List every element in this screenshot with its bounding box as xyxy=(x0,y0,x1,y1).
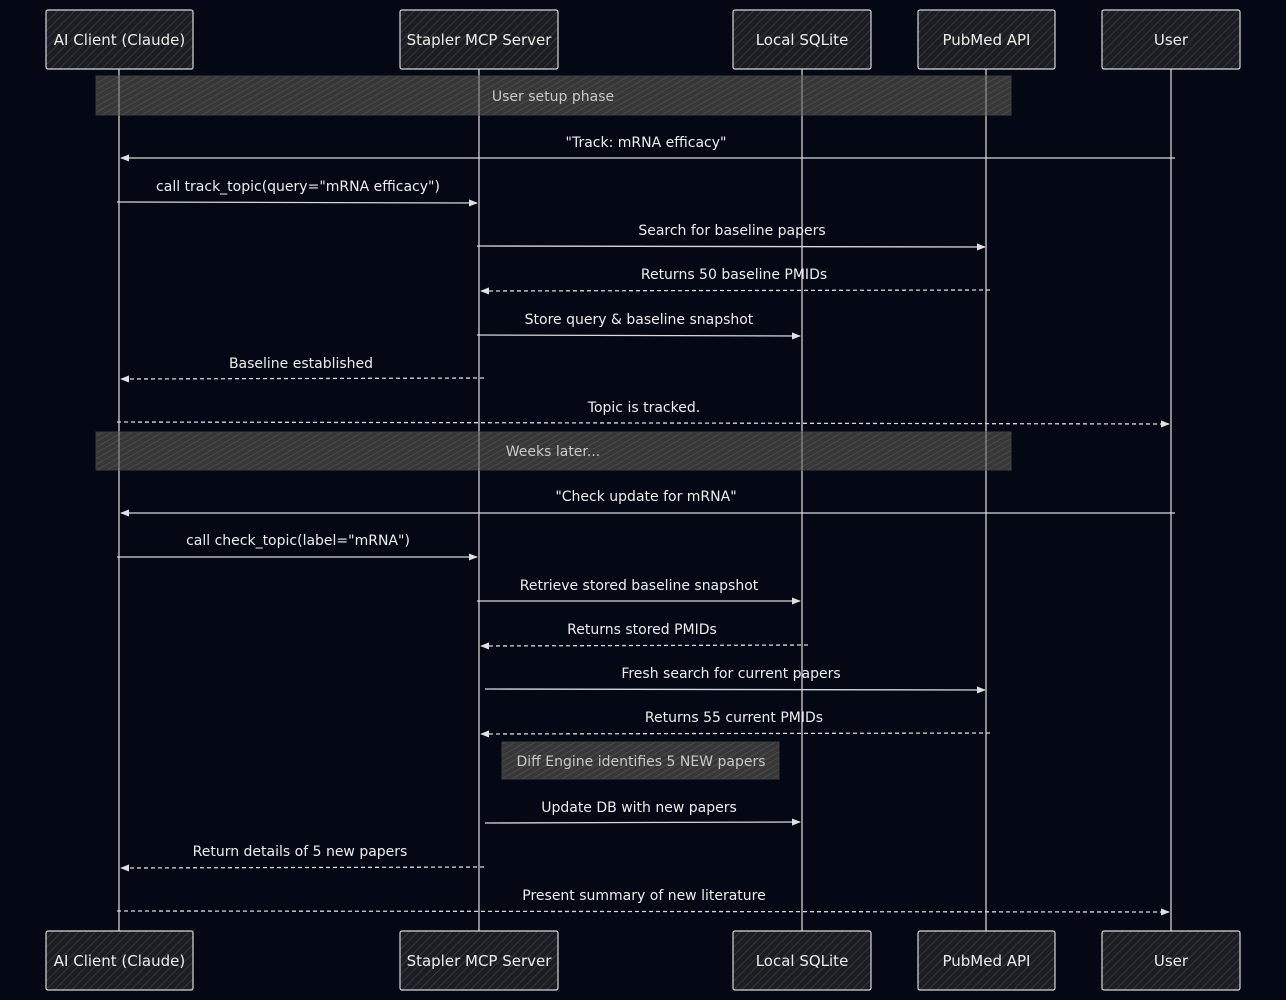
participant-server-top: Stapler MCP Server xyxy=(399,9,559,70)
message-16: Present summary of new literature xyxy=(116,888,1170,916)
message-6-arrow xyxy=(120,375,485,383)
participants-top: AI Client (Claude) Stapler MCP Server Lo… xyxy=(45,9,1241,70)
message-10: Retrieve stored baseline snapshot xyxy=(477,578,801,605)
message-12-label: Fresh search for current papers xyxy=(621,666,840,682)
participant-pubmed-bottom: PubMed API xyxy=(917,930,1056,991)
message-3: Search for baseline papers xyxy=(476,223,986,251)
note-setup-phase-label: User setup phase xyxy=(492,89,614,105)
message-13: Returns 55 current PMIDs xyxy=(480,710,991,738)
message-15-arrow xyxy=(120,864,485,872)
message-14-label: Update DB with new papers xyxy=(541,800,737,816)
message-14: Update DB with new papers xyxy=(484,800,801,826)
participant-client-bottom-label: AI Client (Claude) xyxy=(54,952,185,970)
message-7: Topic is tracked. xyxy=(116,400,1170,428)
message-10-label: Retrieve stored baseline snapshot xyxy=(520,578,759,594)
message-15-label: Return details of 5 new papers xyxy=(193,844,408,860)
notes: User setup phase Weeks later... Diff Eng… xyxy=(95,75,1012,780)
message-12-arrow xyxy=(484,686,986,694)
message-11-label: Returns stored PMIDs xyxy=(567,622,717,638)
note-diff-engine-label: Diff Engine identifies 5 NEW papers xyxy=(517,754,766,770)
message-16-label: Present summary of new literature xyxy=(522,888,765,904)
note-diff-engine: Diff Engine identifies 5 NEW papers xyxy=(501,741,780,780)
participant-sqlite-top: Local SQLite xyxy=(732,9,872,70)
message-16-arrow xyxy=(116,908,1170,916)
message-5: Store query & baseline snapshot xyxy=(476,312,801,340)
participant-user-top-label: User xyxy=(1154,31,1189,49)
participant-user-bottom: User xyxy=(1101,930,1241,991)
message-5-arrow xyxy=(476,332,801,340)
message-7-label: Topic is tracked. xyxy=(587,400,700,416)
message-11: Returns stored PMIDs xyxy=(480,622,809,650)
message-1: "Track: mRNA efficacy" xyxy=(120,135,1175,162)
participant-user-top: User xyxy=(1101,9,1241,70)
message-5-label: Store query & baseline snapshot xyxy=(525,312,754,328)
note-weeks-later-label: Weeks later... xyxy=(506,444,601,460)
message-4: Returns 50 baseline PMIDs xyxy=(480,267,991,295)
lifelines-overlay xyxy=(118,76,987,470)
message-2-label: call track_topic(query="mRNA efficacy") xyxy=(156,179,440,195)
note-setup-phase: User setup phase xyxy=(95,75,1012,116)
message-6-label: Baseline established xyxy=(229,356,373,372)
participant-sqlite-top-label: Local SQLite xyxy=(756,31,849,49)
message-9-label: call check_topic(label="mRNA") xyxy=(186,533,410,549)
message-13-label: Returns 55 current PMIDs xyxy=(645,710,823,726)
message-12: Fresh search for current papers xyxy=(484,666,986,694)
message-4-label: Returns 50 baseline PMIDs xyxy=(641,267,827,283)
participant-pubmed-top-label: PubMed API xyxy=(942,31,1030,49)
participant-sqlite-bottom-label: Local SQLite xyxy=(756,952,849,970)
participant-server-top-label: Stapler MCP Server xyxy=(407,31,553,49)
message-3-arrow xyxy=(476,243,986,251)
participant-client-top: AI Client (Claude) xyxy=(45,9,194,70)
message-2: call track_topic(query="mRNA efficacy") xyxy=(116,179,478,207)
participant-server-bottom: Stapler MCP Server xyxy=(399,930,559,991)
message-3-label: Search for baseline papers xyxy=(638,223,825,239)
participant-client-top-label: AI Client (Claude) xyxy=(54,31,185,49)
message-7-arrow xyxy=(116,420,1170,428)
message-8-label: "Check update for mRNA" xyxy=(555,489,736,505)
participants-bottom: AI Client (Claude) Stapler MCP Server Lo… xyxy=(45,930,1241,991)
participant-server-bottom-label: Stapler MCP Server xyxy=(407,952,553,970)
message-9: call check_topic(label="mRNA") xyxy=(117,533,478,561)
message-2-arrow xyxy=(116,199,478,207)
message-11-arrow xyxy=(480,642,809,650)
participant-pubmed-top: PubMed API xyxy=(917,9,1056,70)
message-13-arrow xyxy=(480,730,991,738)
message-4-arrow xyxy=(480,287,991,295)
message-15: Return details of 5 new papers xyxy=(120,844,485,872)
messages: "Track: mRNA efficacy" call track_topic(… xyxy=(116,135,1175,916)
participant-client-bottom: AI Client (Claude) xyxy=(45,930,194,991)
message-8: "Check update for mRNA" xyxy=(120,489,1175,517)
lifelines xyxy=(118,69,1172,932)
message-14-arrow xyxy=(484,818,801,826)
participant-pubmed-bottom-label: PubMed API xyxy=(942,952,1030,970)
participant-sqlite-bottom: Local SQLite xyxy=(732,930,872,991)
note-weeks-later: Weeks later... xyxy=(95,431,1012,471)
message-1-label: "Track: mRNA efficacy" xyxy=(566,135,727,151)
participant-user-bottom-label: User xyxy=(1154,952,1189,970)
message-6: Baseline established xyxy=(120,356,485,383)
